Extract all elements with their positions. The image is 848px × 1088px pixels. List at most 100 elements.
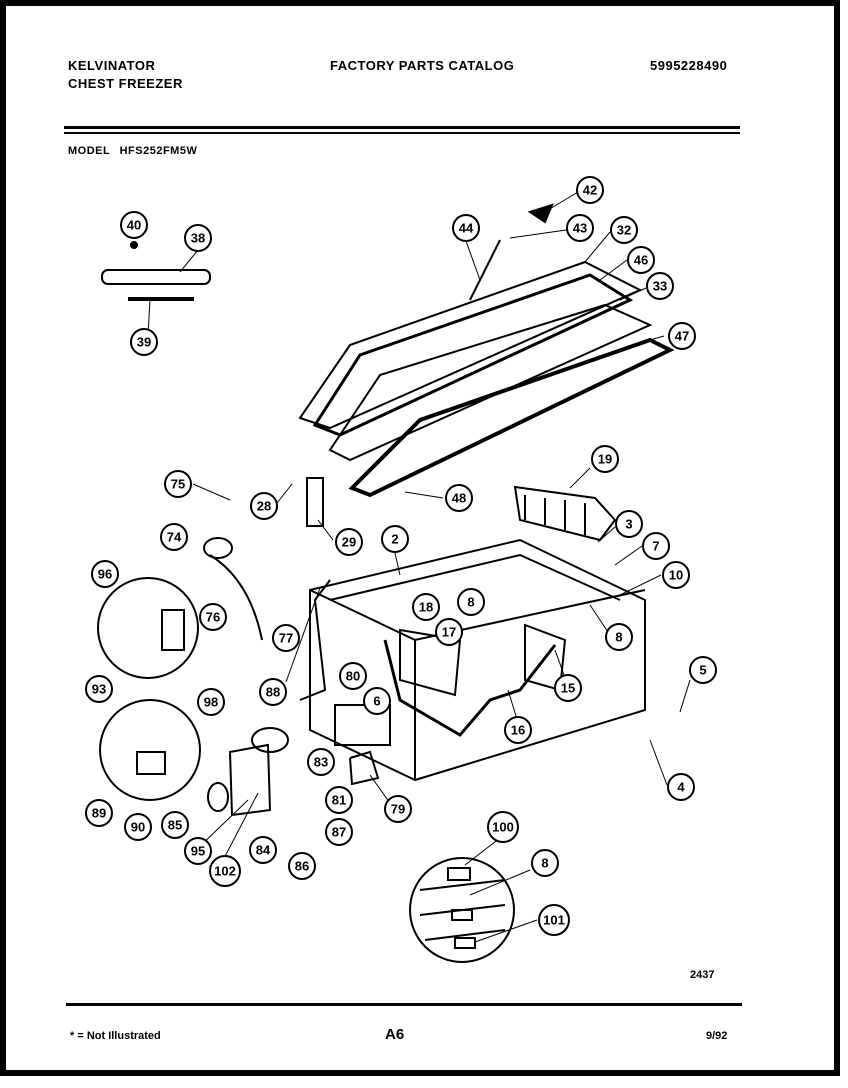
callout-circle (531, 849, 559, 877)
callout-circle (91, 560, 119, 588)
callout-circle (554, 674, 582, 702)
callout-label: 10 (669, 568, 683, 583)
callout-43: 43 (566, 214, 594, 242)
callout-29: 29 (335, 528, 363, 556)
callout-circle (130, 328, 158, 356)
callout-47: 47 (668, 322, 696, 350)
callout-label: 84 (256, 843, 271, 858)
callout-circle (184, 224, 212, 252)
callout-label: 28 (257, 499, 271, 514)
callout-39: 39 (130, 328, 158, 356)
model-label: MODEL HFS252FM5W (68, 145, 197, 157)
callout-circle (184, 837, 212, 865)
callout-circle (197, 688, 225, 716)
leader-lines (147, 191, 691, 943)
header-rule-bottom (64, 132, 740, 134)
callout-label: 8 (615, 630, 622, 645)
callout-label: 4 (677, 780, 685, 795)
callout-circle (457, 588, 485, 616)
catalog-date: 9/92 (706, 1030, 728, 1042)
callout-label: 43 (573, 221, 587, 236)
callout-circle (288, 852, 316, 880)
callout-19: 19 (591, 445, 619, 473)
callout-circle (363, 687, 391, 715)
callout-76: 76 (199, 603, 227, 631)
callout-label: 19 (598, 452, 612, 467)
callout-circle (325, 786, 353, 814)
callout-label: 42 (583, 183, 597, 198)
callout-label: 87 (332, 825, 346, 840)
callout-circle (124, 813, 152, 841)
callout-46: 46 (627, 246, 655, 274)
callout-circle (445, 484, 473, 512)
callout-74: 74 (160, 523, 188, 551)
callout-circle (605, 623, 633, 651)
callout-label: 100 (492, 820, 514, 835)
callout-93: 93 (85, 675, 113, 703)
model-label-text: MODEL (68, 145, 111, 157)
callout-83: 83 (307, 748, 335, 776)
callout-circle (120, 211, 148, 239)
not-illustrated-note: * = Not Illustrated (70, 1030, 161, 1042)
callout-label: 17 (442, 625, 456, 640)
callout-95: 95 (184, 837, 212, 865)
callout-17: 17 (435, 618, 463, 646)
callout-circle (452, 214, 480, 242)
brand-label: KELVINATOR (68, 58, 156, 73)
callout-label: 98 (204, 695, 218, 710)
callout-circle (627, 246, 655, 274)
callout-label: 74 (167, 530, 182, 545)
callout-circle (325, 818, 353, 846)
callout-18: 18 (412, 593, 440, 621)
callout-77: 77 (272, 624, 300, 652)
callout-7: 7 (642, 532, 670, 560)
callout-5: 5 (689, 656, 717, 684)
catalog-title: FACTORY PARTS CATALOG (330, 58, 515, 73)
callout-label: 79 (391, 802, 405, 817)
callout-label: 93 (92, 682, 106, 697)
callout-label: 15 (561, 681, 575, 696)
callout-label: 89 (92, 806, 106, 821)
callout-circle (576, 176, 604, 204)
callout-label: 102 (214, 864, 236, 879)
callout-circle (412, 593, 440, 621)
callout-label: 16 (511, 723, 525, 738)
callout-label: 32 (617, 223, 631, 238)
product-label: CHEST FREEZER (68, 76, 183, 91)
catalog-number: 5995228490 (650, 58, 728, 73)
callout-circle (85, 799, 113, 827)
callout-label: 101 (543, 913, 565, 928)
callout-label: 8 (467, 595, 474, 610)
callout-label: 86 (295, 859, 309, 874)
callout-label: 29 (342, 535, 356, 550)
callout-label: 47 (675, 329, 689, 344)
callout-44: 44 (452, 214, 480, 242)
page-number: A6 (385, 1026, 405, 1043)
callout-label: 81 (332, 793, 346, 808)
callout-84: 84 (249, 836, 277, 864)
callout-circle (435, 618, 463, 646)
callout-circle (209, 855, 241, 887)
callout-label: 88 (266, 685, 280, 700)
callout-circle (591, 445, 619, 473)
callout-100: 100 (487, 811, 519, 843)
callout-circle (646, 272, 674, 300)
callout-3: 3 (615, 510, 643, 538)
callout-label: 76 (206, 610, 220, 625)
callout-96: 96 (91, 560, 119, 588)
callout-circle (160, 523, 188, 551)
footer-rule (66, 1003, 742, 1006)
callout-label: 8 (541, 856, 548, 871)
callout-circle (335, 528, 363, 556)
callout-label: 90 (131, 820, 145, 835)
callout-circle (689, 656, 717, 684)
callout-16: 16 (504, 716, 532, 744)
callout-label: 44 (459, 221, 474, 236)
electrical-components (97, 477, 380, 817)
callout-circle (85, 675, 113, 703)
callout-89: 89 (85, 799, 113, 827)
callout-label: 18 (419, 600, 433, 615)
callout-38: 38 (184, 224, 212, 252)
callout-circle (504, 716, 532, 744)
